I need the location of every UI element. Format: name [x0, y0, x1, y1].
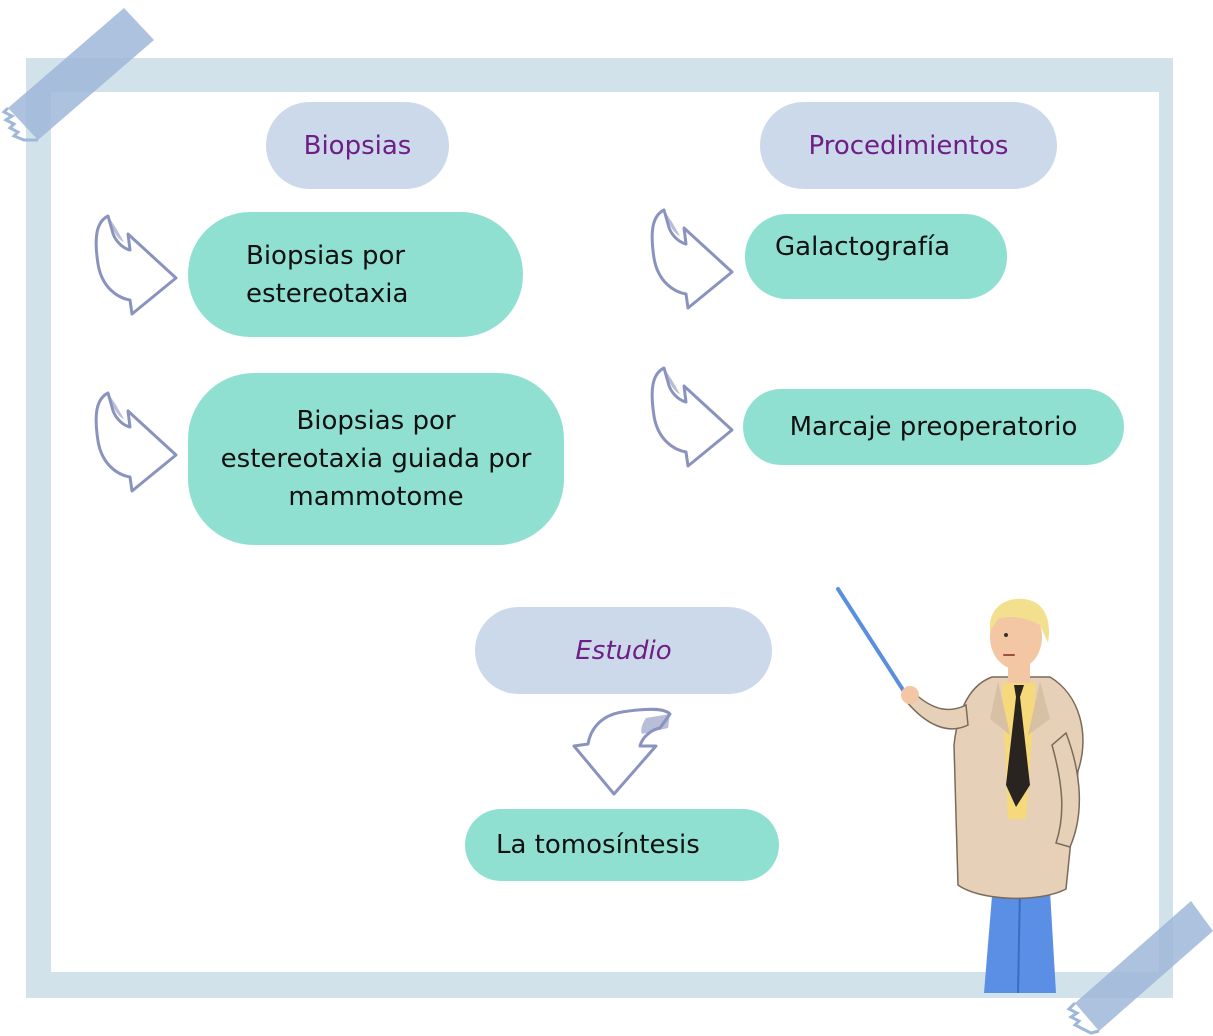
header-procedimientos: Procedimientos	[760, 102, 1057, 189]
item-biopsia-mammotome: Biopsias por estereotaxia guiada por mam…	[188, 373, 564, 545]
tape-bottom-right	[1066, 901, 1213, 1035]
arrow-down-icon	[572, 707, 672, 796]
header-biopsias: Biopsias	[266, 102, 449, 189]
tape-top-left	[1, 8, 154, 142]
item-galactografia: Galactografía	[745, 214, 1007, 299]
teacher-illustration	[836, 587, 1084, 994]
arrow-icon-1	[94, 214, 178, 316]
arrow-icon-4	[650, 366, 734, 468]
item-biopsia-estereotaxia: Biopsias por estereotaxia	[188, 212, 523, 337]
item-tomosintesis: La tomosíntesis	[465, 809, 779, 881]
item-marcaje: Marcaje preoperatorio	[743, 389, 1124, 465]
arrow-icon-3	[650, 208, 734, 310]
arrow-icon-2	[94, 391, 178, 493]
header-estudio: Estudio	[475, 607, 772, 694]
